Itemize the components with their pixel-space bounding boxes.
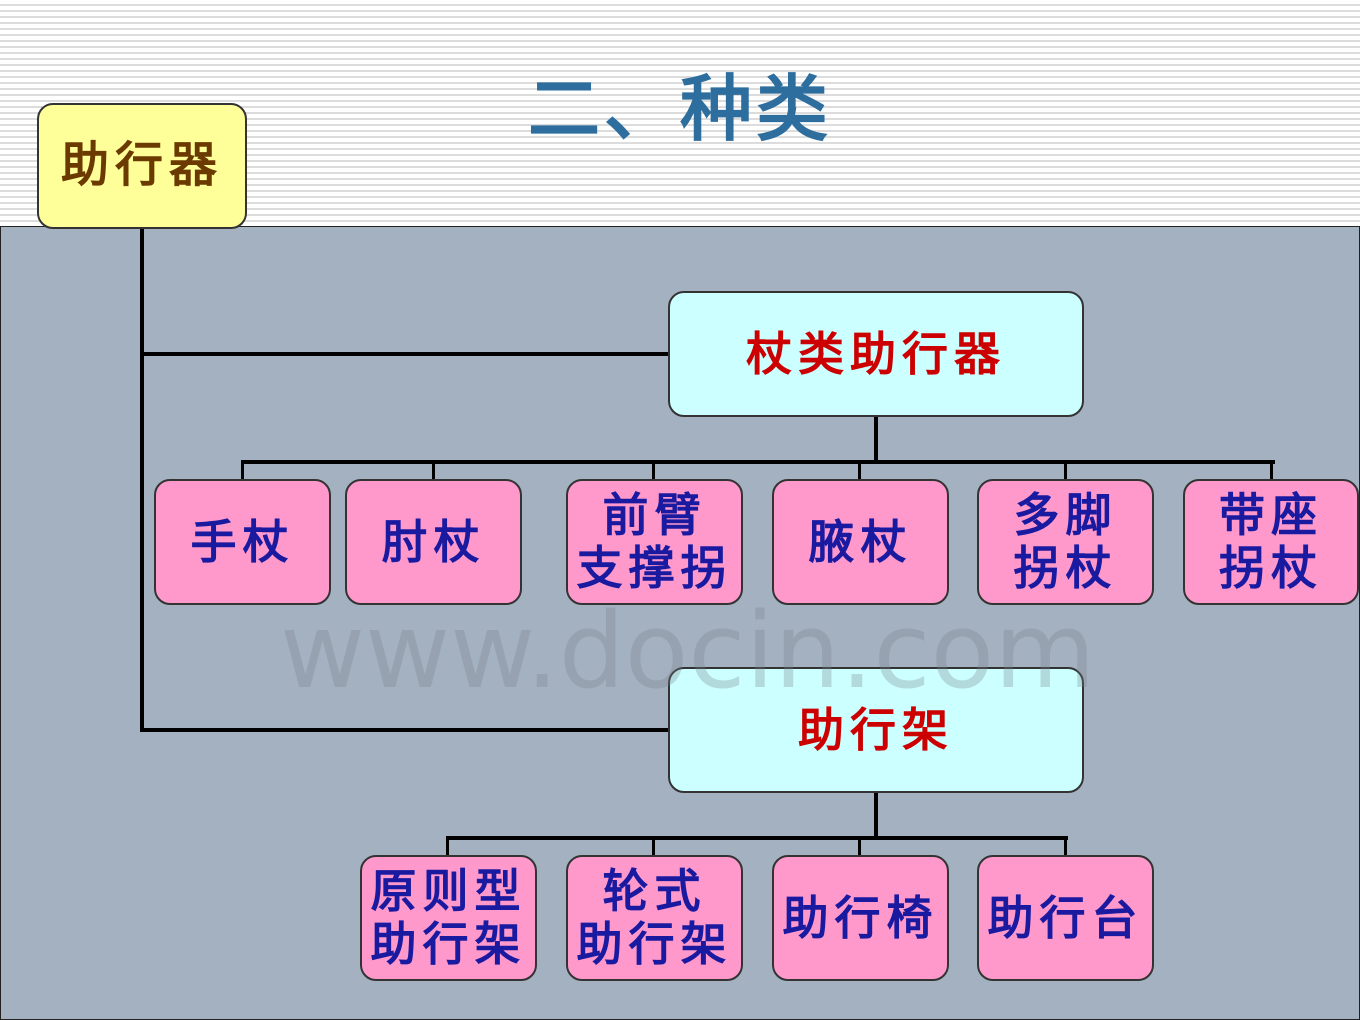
leaf-node-walking-table: 助行台 [977, 855, 1154, 981]
cane-drop [858, 460, 861, 480]
frame-drop [446, 836, 449, 856]
cane-drop [652, 460, 655, 480]
leaf-label-line: 原则型 [370, 864, 527, 919]
branch-line-frame [140, 728, 670, 732]
leaf-label-line: 助行椅 [782, 890, 939, 945]
watermark: www.docin.com [280, 590, 1096, 712]
cane-drop [241, 460, 244, 480]
leaf-label-line: 带座 [1219, 488, 1323, 543]
cane-drop [432, 460, 435, 480]
trunk-line [140, 228, 144, 732]
cane-bus [241, 460, 1275, 464]
frame-drop [652, 836, 655, 856]
leaf-label-line: 轮式 [602, 864, 707, 919]
frame-drop [858, 836, 861, 856]
branch-line-cane [140, 352, 670, 356]
category-node-cane: 杖类助行器 [668, 291, 1084, 417]
root-label: 助行器 [60, 137, 223, 194]
cane-drop [1270, 460, 1273, 480]
category-label: 助行架 [798, 702, 954, 757]
leaf-label-line: 多脚 [1013, 488, 1118, 543]
leaf-label-line: 助行台 [987, 890, 1144, 945]
leaf-node-multi-foot-cane: 多脚 拐杖 [977, 479, 1154, 605]
frame-stem [874, 792, 878, 838]
cane-drop [1064, 460, 1067, 480]
cane-stem [874, 416, 878, 462]
leaf-label-line: 拐杖 [1219, 541, 1323, 595]
leaf-node-standard-frame: 原则型 助行架 [360, 855, 537, 981]
leaf-node-walking-chair: 助行椅 [772, 855, 949, 981]
frame-drop [1064, 836, 1067, 856]
root-node: 助行器 [37, 103, 247, 229]
page-title: 二、种类 [527, 67, 832, 151]
category-label: 杖类助行器 [746, 326, 1006, 381]
leaf-node-elbow-crutch: 肘杖 [345, 479, 522, 605]
category-node-frame: 助行架 [668, 667, 1084, 793]
leaf-node-wheeled-frame: 轮式 助行架 [566, 855, 743, 981]
leaf-node-axillary-crutch: 腋杖 [772, 479, 949, 605]
leaf-label-line: 助行架 [576, 917, 733, 971]
leaf-label-line: 肘杖 [381, 514, 486, 569]
leaf-label-line: 拐杖 [1013, 541, 1118, 595]
leaf-node-forearm-crutch: 前臂 支撑拐 [566, 479, 743, 605]
leaf-node-seat-cane: 带座 拐杖 [1183, 479, 1359, 605]
leaf-label-line: 前臂 [602, 488, 707, 543]
leaf-label-line: 助行架 [370, 917, 527, 971]
leaf-node-hand-cane: 手杖 [154, 479, 331, 605]
leaf-label-line: 手杖 [190, 514, 295, 569]
leaf-label-line: 支撑拐 [576, 541, 733, 595]
leaf-label-line: 腋杖 [808, 514, 913, 569]
frame-bus [446, 836, 1068, 840]
